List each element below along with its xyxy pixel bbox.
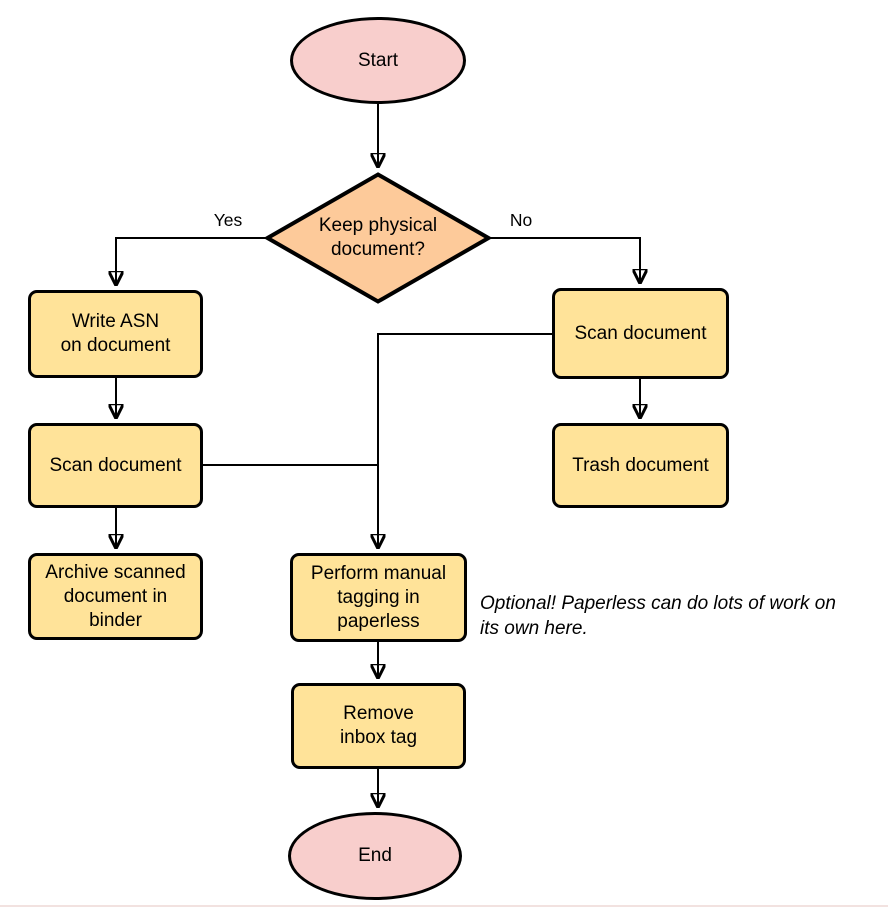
decision-label: Keep physical document? bbox=[318, 215, 438, 260]
edge-decision-scan-no bbox=[490, 237, 640, 283]
process-scan-document-no: Scan document bbox=[552, 288, 729, 379]
diamond-shape bbox=[265, 172, 491, 304]
process-manual-tagging-label: Perform manual tagging in paperless bbox=[310, 562, 447, 632]
process-trash-document-label: Trash document bbox=[572, 454, 709, 476]
process-scan-document-yes: Scan document bbox=[28, 423, 203, 508]
process-manual-tagging: Perform manual tagging in paperless bbox=[290, 553, 467, 642]
process-scan-document-no-label: Scan document bbox=[574, 322, 707, 344]
edge-scanright-tagging bbox=[378, 333, 552, 548]
process-remove-inbox-tag-label: Remove inbox tag bbox=[339, 703, 418, 748]
bottom-edge-divider bbox=[0, 905, 888, 907]
process-archive-binder-label: Archive scanned document in binder bbox=[45, 561, 186, 631]
decision-keep-physical: Keep physical document? bbox=[265, 172, 491, 304]
start-label: Start bbox=[357, 49, 399, 71]
edge-label-yes: Yes bbox=[213, 210, 243, 230]
end-label: End bbox=[358, 845, 392, 866]
process-write-asn: Write ASN on document bbox=[28, 290, 203, 378]
process-remove-inbox-tag: Remove inbox tag bbox=[291, 683, 466, 769]
process-trash-document: Trash document bbox=[552, 423, 729, 508]
end-terminator: End bbox=[288, 812, 462, 900]
start-terminator: Start bbox=[290, 17, 466, 104]
process-archive-binder: Archive scanned document in binder bbox=[28, 553, 203, 640]
annotation-optional: Optional! Paperless can do lots of work … bbox=[480, 593, 836, 639]
edge-label-no: No bbox=[509, 210, 533, 230]
process-scan-document-yes-label: Scan document bbox=[49, 454, 182, 476]
process-write-asn-label: Write ASN on document bbox=[60, 311, 171, 356]
edge-decision-writeasn-yes bbox=[116, 237, 266, 285]
